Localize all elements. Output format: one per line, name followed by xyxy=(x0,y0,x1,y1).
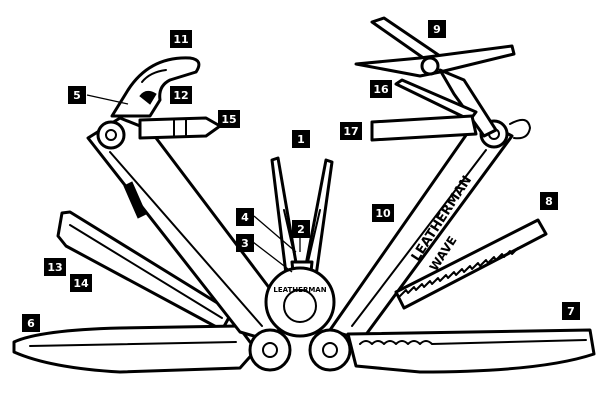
svg-text:4: 4 xyxy=(241,211,249,224)
lanyard-ring xyxy=(509,118,531,140)
callout-13: 13 xyxy=(44,258,66,276)
scissors-pivot xyxy=(420,56,440,76)
blade-edge-line xyxy=(69,224,223,319)
callout-12: 12 xyxy=(170,86,192,104)
svg-text:1: 1 xyxy=(297,133,305,146)
serrated-saw xyxy=(394,218,548,310)
svg-text:16: 16 xyxy=(373,83,389,96)
right-bottom-pivot xyxy=(308,328,352,372)
awl-tool xyxy=(394,78,478,122)
svg-text:12: 12 xyxy=(173,89,188,102)
left-top-pivot xyxy=(96,120,126,150)
callout-17: 17 xyxy=(340,122,362,140)
leader-4 xyxy=(253,215,297,253)
callout-16: 16 xyxy=(370,80,392,98)
serrated-knife xyxy=(346,328,596,374)
callout-4: 4 xyxy=(236,208,254,226)
callout-15: 15 xyxy=(218,110,240,128)
leader-5 xyxy=(86,94,129,105)
callout-8: 8 xyxy=(540,192,558,210)
svg-text:6: 6 xyxy=(27,317,35,330)
callout-6: 6 xyxy=(22,314,40,332)
svg-text:17: 17 xyxy=(343,125,358,138)
flat-screwdriver xyxy=(370,114,478,142)
callout-7: 7 xyxy=(562,302,580,320)
svg-text:5: 5 xyxy=(73,89,81,102)
pivot-brand-text: LEATHERMAN xyxy=(273,286,326,294)
center-pivot-inner xyxy=(283,289,317,323)
left-top-pivot-inner xyxy=(105,129,117,141)
bit-driver xyxy=(138,116,222,140)
can-opener-notch xyxy=(139,90,157,105)
bottle-can-opener xyxy=(110,56,201,118)
plier-jaw-left-grip xyxy=(283,209,297,263)
svg-text:9: 9 xyxy=(433,23,441,36)
svg-text:3: 3 xyxy=(241,237,249,250)
left-bottom-pivot-inner xyxy=(262,342,278,358)
svg-text:2: 2 xyxy=(297,223,305,236)
plier-jaw-right-grip xyxy=(307,209,321,263)
svg-text:15: 15 xyxy=(221,113,236,126)
callout-1: 1 xyxy=(292,130,310,148)
center-pivot-disc xyxy=(264,266,336,338)
svg-text:7: 7 xyxy=(567,305,575,318)
serrated-knife-edge xyxy=(359,339,587,345)
scissors-arm xyxy=(438,68,498,138)
knife-bevel-line xyxy=(29,341,237,347)
saw-teeth xyxy=(399,247,519,297)
main-knife-blade xyxy=(12,324,258,374)
left-handle-slot xyxy=(123,181,147,219)
callout-2: 2 xyxy=(292,220,310,238)
svg-text:11: 11 xyxy=(173,33,188,46)
svg-text:10: 10 xyxy=(375,207,391,220)
right-handle-inner-line xyxy=(351,149,487,327)
callout-3: 3 xyxy=(236,234,254,252)
left-bottom-pivot xyxy=(248,328,292,372)
callout-9: 9 xyxy=(428,20,446,38)
callout-11: 11 xyxy=(170,30,192,48)
left-handle-inner-line xyxy=(109,151,263,327)
svg-text:8: 8 xyxy=(545,195,553,208)
callout-10: 10 xyxy=(372,204,394,222)
svg-text:13: 13 xyxy=(47,261,62,274)
callout-5: 5 xyxy=(68,86,86,104)
right-bottom-pivot-inner xyxy=(322,342,338,358)
svg-text:14: 14 xyxy=(73,277,89,290)
leader-3 xyxy=(252,241,293,273)
callout-14: 14 xyxy=(70,274,92,292)
can-opener-hook xyxy=(141,69,167,83)
